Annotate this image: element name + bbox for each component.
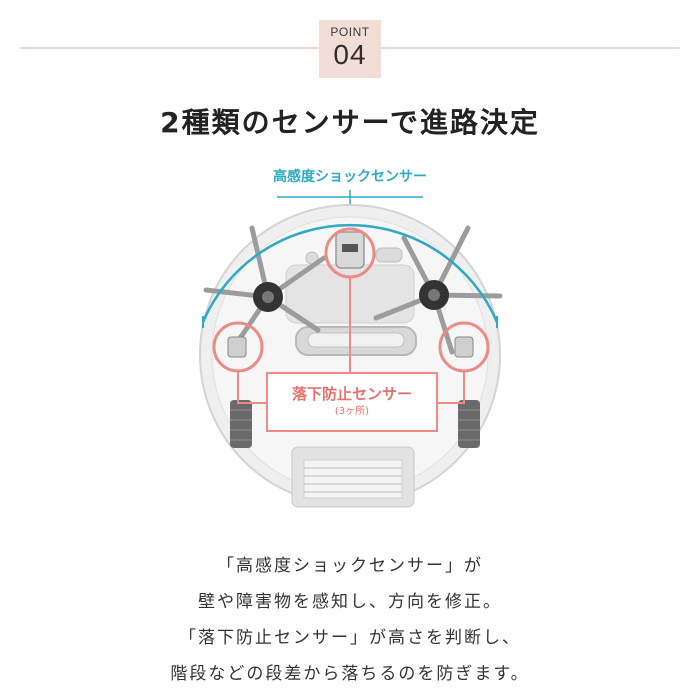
shock-sensor-label: 高感度ショックセンサー	[273, 169, 427, 185]
description-line: 階段などの段差から落ちるのを防ぎます。	[170, 664, 530, 684]
drop-sensor-label: 落下防止センサー	[291, 385, 412, 403]
drop-sensor-markers	[212, 227, 490, 404]
point-badge: POINT 04	[319, 20, 381, 78]
shock-sensor-arc	[201, 223, 499, 323]
side-brush-left	[203, 225, 327, 353]
robot-vacuum-illustration	[199, 190, 503, 508]
page-title: 2種類のセンサーで進路決定	[160, 106, 540, 139]
drop-sensor-callout: 落下防止センサー (3ヶ所)	[266, 372, 438, 432]
description-line: 「落下防止センサー」が高さを判断し、	[179, 628, 521, 648]
description-line: 壁や障害物を感知し、方向を修正。	[198, 592, 502, 612]
point-number: 04	[333, 39, 367, 70]
drop-sensor-count: (3ヶ所)	[334, 406, 370, 417]
description-text: 「高感度ショックセンサー」が 壁や障害物を感知し、方向を修正。 「落下防止センサ…	[0, 548, 700, 692]
point-label: POINT	[330, 25, 370, 39]
robot-figure	[0, 160, 700, 530]
description-line: 「高感度ショックセンサー」が	[217, 556, 483, 576]
